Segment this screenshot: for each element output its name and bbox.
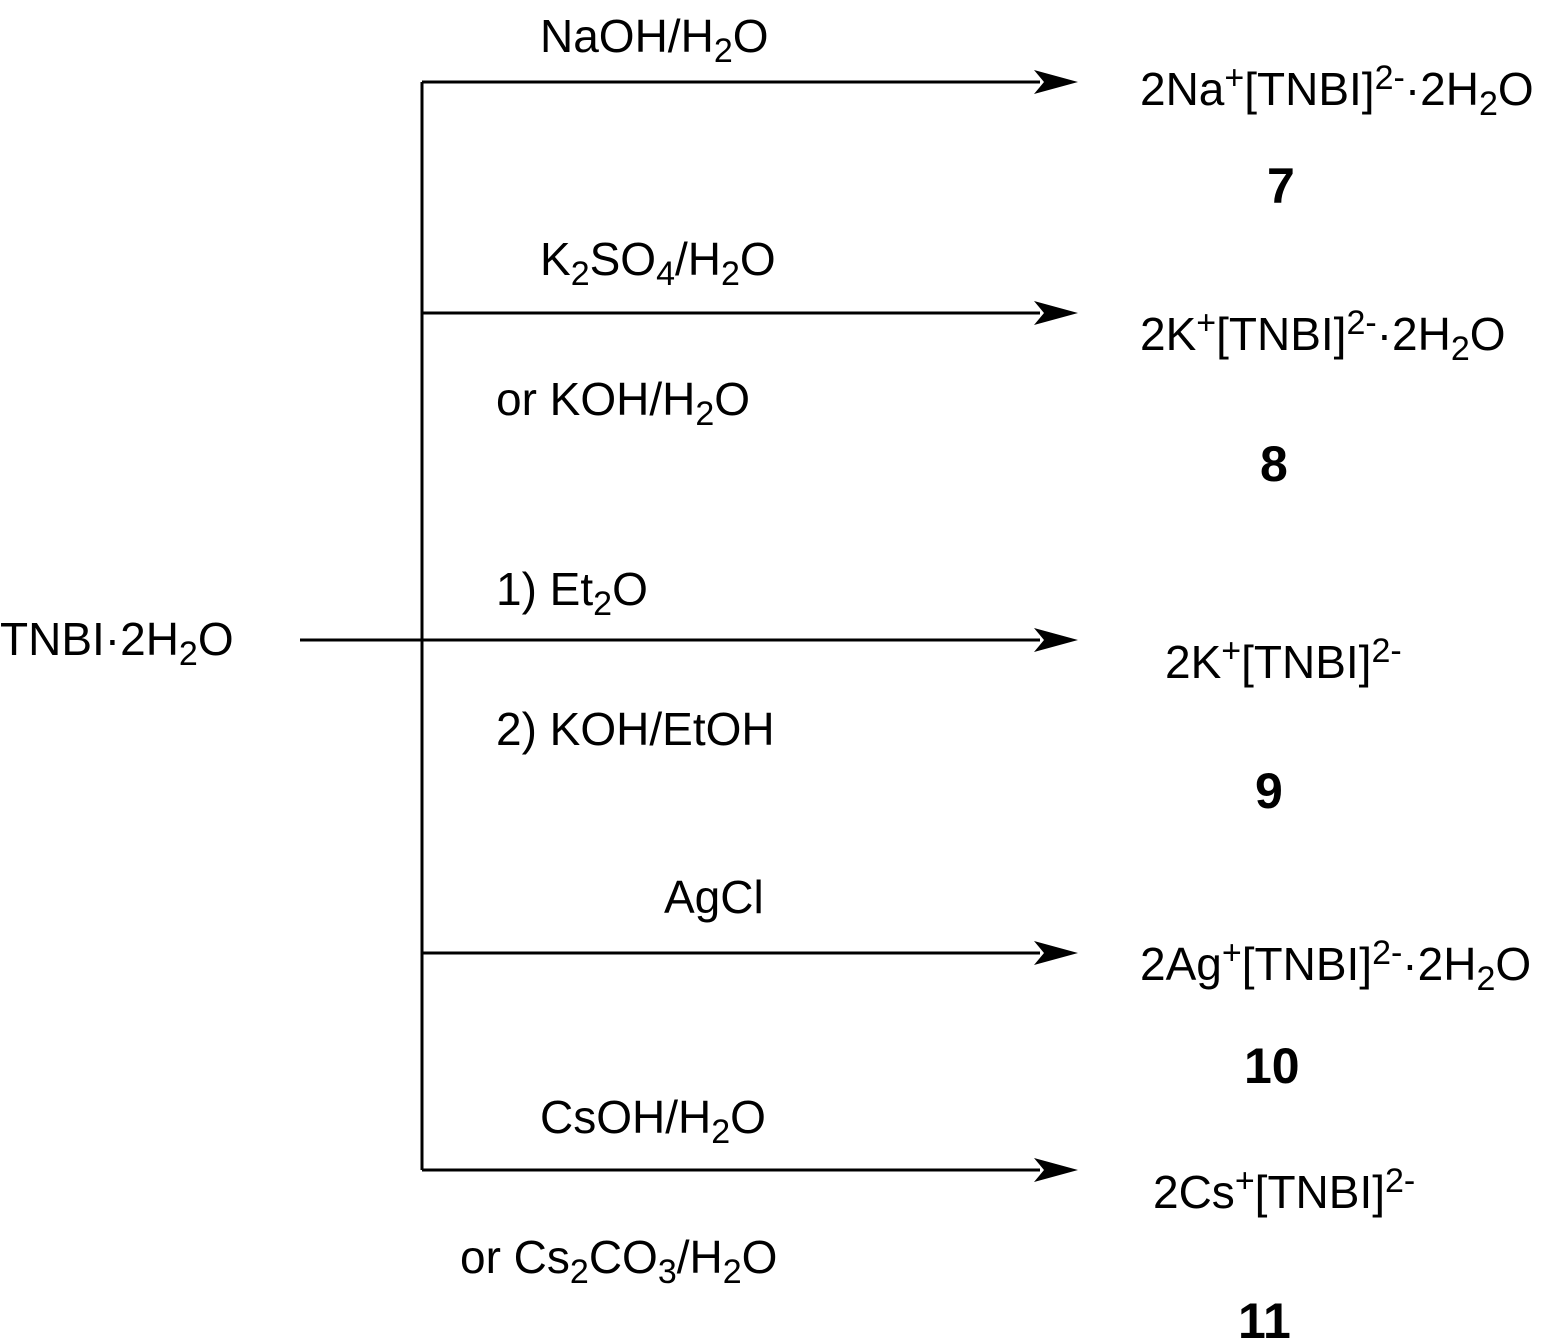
formula-part: 2Na: [1140, 63, 1225, 115]
arrow-head: [1034, 301, 1078, 325]
branch-3: 1) Et2O 2) KOH/EtOH 2K+[TNBI]2- 9: [422, 563, 1402, 819]
formula-part: SO: [590, 233, 656, 285]
formula-part: 2: [714, 32, 733, 70]
formula-part: CsOH/H: [540, 1091, 711, 1143]
formula-part: 2: [1479, 85, 1498, 123]
formula-part: 2Cs: [1153, 1166, 1235, 1218]
formula-part: /H: [675, 233, 721, 285]
formula-part: +: [1196, 304, 1216, 342]
formula-part: O: [1495, 938, 1531, 990]
reagent-below: or Cs2CO3/H2O: [460, 1231, 777, 1291]
formula-part: 2K: [1140, 308, 1197, 360]
formula-part: 2K: [1165, 636, 1222, 688]
formula-part: O: [1498, 63, 1534, 115]
formula-part: 2-: [1372, 934, 1402, 972]
formula-part: or Cs: [460, 1231, 570, 1283]
formula-part: 2H: [120, 613, 179, 665]
branch-2: K2SO4/H2O or KOH/H2O 2K+[TNBI]2-·2H2O 8: [422, 233, 1506, 492]
reagent-above: 1) Et2O: [496, 563, 648, 623]
compound-number: 11: [1238, 1293, 1291, 1341]
compound-number: 10: [1244, 1038, 1300, 1094]
formula-part: ·: [105, 613, 120, 665]
formula-part: +: [1222, 934, 1242, 972]
branch-4: AgCl 2Ag+[TNBI]2-·2H2O 10: [422, 871, 1531, 1094]
formula-part: O: [198, 613, 234, 665]
formula-part: O: [733, 10, 769, 62]
formula-part: +: [1221, 632, 1241, 670]
formula-part: +: [1235, 1162, 1255, 1200]
formula-part: O: [742, 1231, 778, 1283]
formula-part: K: [540, 233, 571, 285]
formula-part: 4: [656, 255, 675, 293]
formula-part: 2-: [1371, 632, 1401, 670]
formula-part: CO: [589, 1231, 658, 1283]
formula-part: 2: [723, 1253, 742, 1291]
product: 2K+[TNBI]2-: [1165, 632, 1402, 688]
formula-part: 2: [1476, 960, 1495, 998]
formula-part: O: [714, 373, 750, 425]
formula-part: 2: [179, 635, 198, 673]
formula-part: [TNBI]: [1241, 636, 1371, 688]
formula-part: 1) Et: [496, 563, 593, 615]
compound-number: 7: [1267, 158, 1295, 214]
formula-part: 2H: [1392, 308, 1451, 360]
formula-part: TNBI: [0, 613, 105, 665]
product: 2Na+[TNBI]2-·2H2O: [1140, 59, 1534, 122]
formula-part: ·: [1377, 308, 1392, 360]
formula-part: 2: [721, 255, 740, 293]
formula-part: 2Ag: [1140, 938, 1222, 990]
formula-part: 2-: [1375, 59, 1405, 97]
reagent-above: CsOH/H2O: [540, 1091, 766, 1151]
formula-part: 2: [695, 395, 714, 433]
formula-part: 2: [593, 585, 612, 623]
formula-part: O: [730, 1091, 766, 1143]
formula-part: AgCl: [664, 871, 764, 923]
formula-part: 2: [570, 1253, 589, 1291]
formula-part: 2H: [1420, 63, 1479, 115]
formula-part: O: [740, 233, 776, 285]
reagent-below: 2) KOH/EtOH: [496, 703, 775, 755]
formula-part: ·: [1405, 63, 1420, 115]
branch-5: CsOH/H2O or Cs2CO3/H2O 2Cs+[TNBI]2- 11: [422, 1091, 1415, 1341]
formula-part: [TNBI]: [1216, 308, 1346, 360]
product: 2K+[TNBI]2-·2H2O: [1140, 304, 1506, 367]
reagent-above: K2SO4/H2O: [540, 233, 776, 293]
arrow-head: [1034, 941, 1078, 965]
reagent-above: NaOH/H2O: [540, 10, 769, 70]
branch-1: NaOH/H2O 2Na+[TNBI]2-·2H2O 7: [422, 10, 1534, 214]
formula-part: 2: [1451, 330, 1470, 368]
arrow-head: [1034, 628, 1078, 652]
arrow-head: [1034, 1158, 1078, 1182]
formula-part: O: [1470, 308, 1506, 360]
formula-part: 2: [711, 1113, 730, 1151]
formula-part: 2-: [1346, 304, 1376, 342]
formula-part: 3: [658, 1253, 677, 1291]
compound-number: 8: [1260, 436, 1288, 492]
formula-part: [TNBI]: [1242, 938, 1372, 990]
product: 2Ag+[TNBI]2-·2H2O: [1140, 934, 1531, 997]
formula-part: ·: [1402, 938, 1417, 990]
starting-material: TNBI·2H2O: [0, 613, 234, 673]
formula-part: or KOH/H: [496, 373, 695, 425]
compound-number: 9: [1255, 763, 1283, 819]
formula-part: 2-: [1385, 1162, 1415, 1200]
formula-part: /H: [677, 1231, 723, 1283]
formula-part: [TNBI]: [1244, 63, 1374, 115]
formula-part: 2H: [1418, 938, 1477, 990]
formula-part: +: [1224, 59, 1244, 97]
formula-part: 2: [571, 255, 590, 293]
formula-part: [TNBI]: [1255, 1166, 1385, 1218]
product: 2Cs+[TNBI]2-: [1153, 1162, 1415, 1218]
formula-part: 2) KOH/EtOH: [496, 703, 775, 755]
formula-part: NaOH/H: [540, 10, 714, 62]
reagent-below: or KOH/H2O: [496, 373, 750, 433]
arrow-head: [1034, 70, 1078, 94]
reagent-above: AgCl: [664, 871, 764, 923]
formula-part: O: [612, 563, 648, 615]
